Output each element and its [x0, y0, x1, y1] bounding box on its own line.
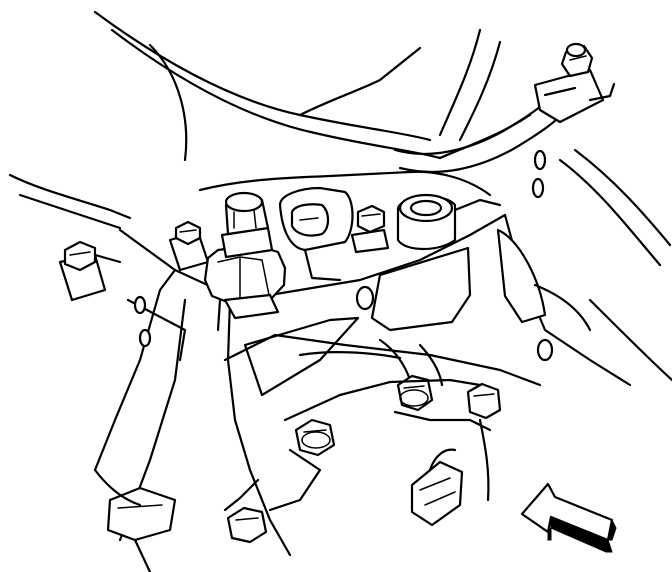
bolt-1-icon — [294, 418, 336, 457]
round-port-icon — [396, 193, 502, 250]
stud-bolt-icon — [350, 204, 390, 254]
bolt-2-icon — [396, 374, 434, 412]
direction-arrow-icon — [520, 482, 617, 553]
lower-bracket-bolts — [223, 374, 502, 544]
frame-outline — [8, 10, 672, 382]
bolt-4-icon — [226, 506, 268, 544]
lower-fastener-icon — [410, 448, 464, 527]
bolt-3-icon — [466, 382, 502, 420]
large-mounting-bolt-icon — [203, 191, 287, 320]
clamp-bolt-icon — [560, 42, 594, 78]
lower-left-bracket — [93, 468, 177, 572]
wiring-harness-tube — [393, 42, 616, 199]
left-mount-bolt-icon — [58, 240, 122, 302]
engine-mount-bracket — [93, 170, 632, 557]
electrical-connector-icon — [278, 186, 354, 282]
small-bolt-icon — [168, 220, 210, 272]
